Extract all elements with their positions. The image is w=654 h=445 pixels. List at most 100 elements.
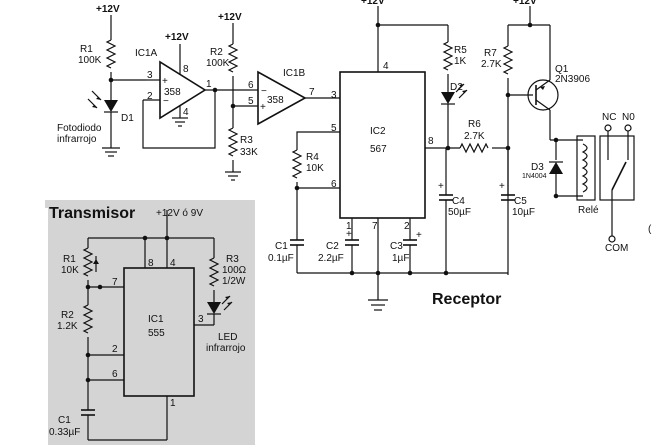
tx-r2-name: R2 <box>61 310 74 321</box>
ic1b-pin5: 5 <box>248 96 254 107</box>
tx-ic1-pin2: 2 <box>112 344 118 355</box>
tx-c1-name: C1 <box>58 415 71 426</box>
supply-label-r2: +12V <box>218 12 242 23</box>
resistor-r4 <box>291 149 303 179</box>
led-infrarrojo <box>207 302 221 314</box>
transmisor-background <box>45 200 255 445</box>
r3-name: R3 <box>240 135 253 146</box>
ic2-name: IC2 <box>370 126 386 137</box>
ic1a-name: IC1A <box>135 48 158 59</box>
resistor-r3 <box>227 127 239 157</box>
tx-led-line1: LED <box>218 332 237 343</box>
c5-plus: + <box>499 181 505 192</box>
c4-name: C4 <box>452 196 465 207</box>
tx-r1-value: 10K <box>61 265 79 276</box>
ic1b-part: 358 <box>267 95 284 106</box>
capacitor-c3 <box>403 239 417 246</box>
svg-text:−: − <box>261 86 267 97</box>
tx-r2-value: 1.2K <box>57 321 78 332</box>
tx-ic1-pin1: 1 <box>170 398 176 409</box>
tx-ic1-pin8: 8 <box>148 258 154 269</box>
relay-com-terminal <box>608 235 616 243</box>
ground-symbol-ic2 <box>368 299 388 311</box>
ic2-pin6: 6 <box>331 179 337 190</box>
q1-name: Q1 <box>555 64 569 75</box>
d3-part: 1N4004 <box>522 173 547 180</box>
receptor-circuit: +12V R1 100K D1 Fotodiodo infrarrojo 358… <box>57 0 652 311</box>
tx-r3-value-line2: 1/2W <box>222 276 246 287</box>
r5-name: R5 <box>454 45 467 56</box>
r7-name: R7 <box>484 48 497 59</box>
ic1a-part: 358 <box>164 87 181 98</box>
d1-desc-line1: Fotodiodo <box>57 123 102 134</box>
tx-ic1-name: IC1 <box>148 314 164 325</box>
transistor-q1 <box>527 79 559 111</box>
tx-r3-name: R3 <box>226 254 239 265</box>
relay-label: Relé <box>578 205 599 216</box>
ic2-pin3: 3 <box>331 90 337 101</box>
r3-value: 33K <box>240 147 258 158</box>
d2-name: D2 <box>450 82 463 93</box>
capacitor-c1 <box>290 239 304 246</box>
c5-name: C5 <box>514 196 527 207</box>
resistor-r7 <box>502 45 514 75</box>
tx-ic1-pin3: 3 <box>198 314 204 325</box>
r1-value: 100K <box>78 55 102 66</box>
d1-desc-line2: infrarrojo <box>57 134 97 145</box>
transmisor-title: Transmisor <box>49 205 135 222</box>
r4-name: R4 <box>306 152 319 163</box>
d3-name: D3 <box>531 162 544 173</box>
r6-value: 2.7K <box>464 131 485 142</box>
c3-value: 1µF <box>392 253 409 264</box>
resistor-r1 <box>105 39 117 69</box>
c5-value: 10µF <box>512 207 535 218</box>
resistor-r5 <box>442 41 454 71</box>
ic1a-pin2: 2 <box>147 91 153 102</box>
relay-nc-label: NC <box>602 112 616 123</box>
ic2-pin1: 1 <box>346 221 352 232</box>
c2-value: 2.2µF <box>318 253 344 264</box>
relay-coil <box>576 135 596 201</box>
c1-value: 0.1µF <box>268 253 294 264</box>
ic1b-pin7: 7 <box>309 87 315 98</box>
resistor-r1-tx <box>82 247 94 277</box>
c1-name: C1 <box>275 241 288 252</box>
opamp-ic1a <box>159 60 207 120</box>
resistor-r3-tx <box>208 257 220 287</box>
relay-no-terminal <box>624 124 632 132</box>
supply-label-q1: +12V <box>513 0 537 7</box>
stray-paren: ( <box>648 224 652 235</box>
relay-contact-frame <box>599 135 635 201</box>
svg-text:+: + <box>162 76 168 87</box>
tx-c1-value: 0.33µF <box>49 427 80 438</box>
ic1a-pin3: 3 <box>147 70 153 81</box>
c4-value: 50µF <box>448 207 471 218</box>
svg-text:−: − <box>163 96 169 107</box>
relay-no-label: N0 <box>622 112 635 123</box>
capacitor-c5 <box>501 194 515 201</box>
tx-r3-value-line1: 100Ω <box>222 265 247 276</box>
svg-text:+: + <box>260 102 266 113</box>
tx-r1-name: R1 <box>63 254 76 265</box>
tx-ic1-pin4: 4 <box>170 258 176 269</box>
resistor-r6 <box>459 142 489 154</box>
ground-symbol-r3 <box>225 171 241 181</box>
c3-name: C3 <box>390 241 403 252</box>
r6-name: R6 <box>468 119 481 130</box>
tx-ic1-pin7: 7 <box>112 277 118 288</box>
relay-com-label: COM <box>605 243 628 254</box>
ic1a-supply: +12V <box>165 32 189 43</box>
supply-label-ic2: +12V <box>361 0 385 7</box>
tx-ic1-part: 555 <box>148 328 165 339</box>
ic2-pin7: 7 <box>372 221 378 232</box>
ic1b-pin6: 6 <box>248 80 254 91</box>
c4-plus: + <box>438 181 444 192</box>
supply-label-r1: +12V <box>96 4 120 15</box>
led-d2 <box>441 92 455 104</box>
capacitor-c2 <box>345 239 359 246</box>
d1-name: D1 <box>121 113 134 124</box>
c2-plus: + <box>346 229 352 240</box>
ic1a-pin8: 8 <box>183 64 189 75</box>
